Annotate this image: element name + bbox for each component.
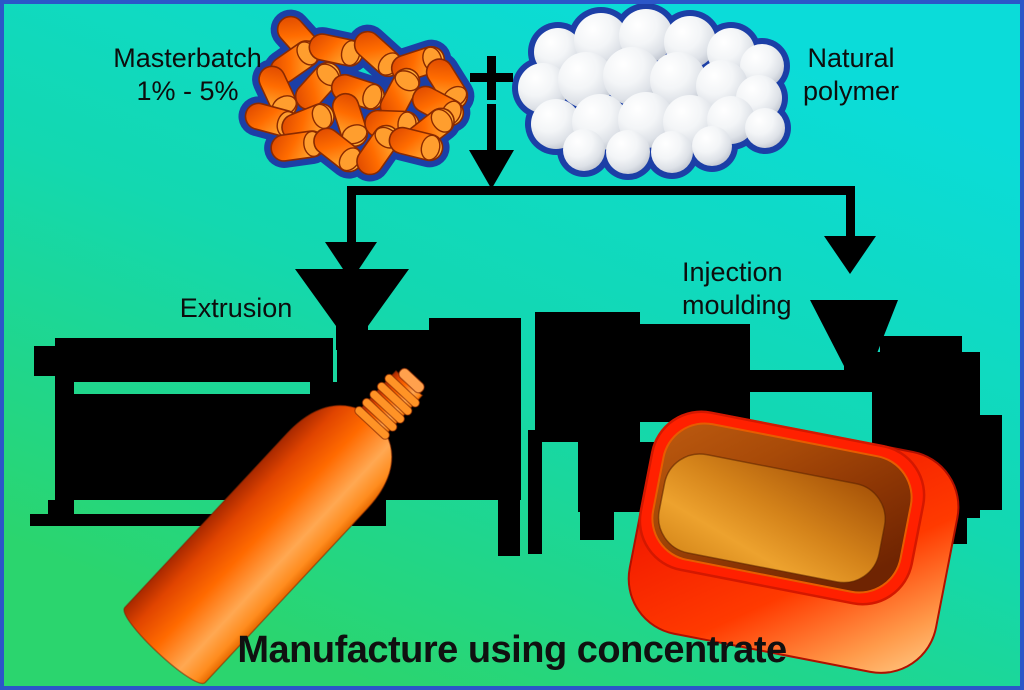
down-arrow-right [824, 236, 876, 274]
injection-moulding-label-line1: Injection [682, 257, 783, 287]
extruder-hopper-funnel [295, 269, 409, 350]
page-title: Manufacture using concentrate [237, 629, 787, 671]
down-arrow-left [325, 242, 377, 281]
orange-bottle-illustration [123, 367, 425, 685]
masterbatch-label-line2: 1% - 5% [136, 76, 239, 106]
down-arrow-center [469, 104, 514, 189]
bottle-neck-threads [354, 373, 421, 440]
natural-polymer-label: Natural polymer [772, 42, 930, 108]
natural-polymer-label-line2: polymer [802, 76, 900, 106]
injection-hopper-funnel [810, 300, 898, 392]
plus-icon [470, 56, 513, 100]
extrusion-label: Extrusion [179, 293, 293, 323]
natural-polymer-label-line1: Natural [807, 43, 895, 73]
natural-polymer-spheres-illustration [512, 3, 791, 180]
masterbatch-label: Masterbatch 1% - 5% [85, 42, 290, 108]
branch-connector [325, 186, 876, 281]
moulded-tub-illustration [627, 410, 960, 674]
masterbatch-label-line1: Masterbatch [113, 43, 262, 73]
injection-moulding-label-line2: moulding [682, 290, 792, 320]
injection-moulding-label: Injection moulding [682, 256, 862, 322]
